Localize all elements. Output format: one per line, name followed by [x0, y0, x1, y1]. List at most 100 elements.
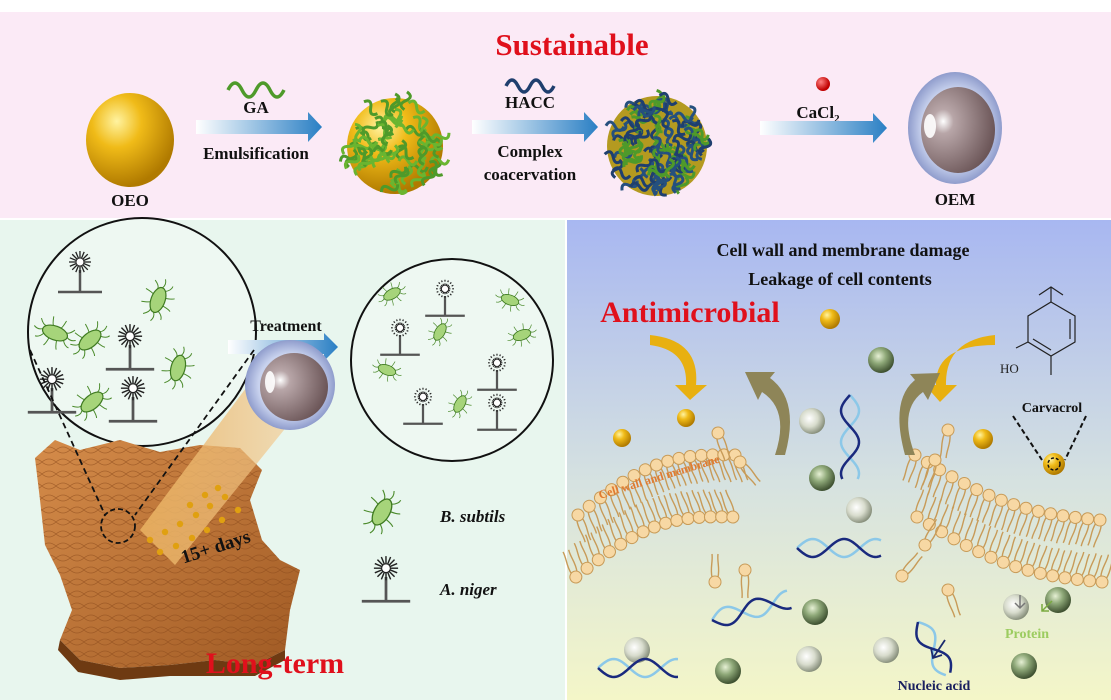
ga-polymer-icon	[226, 81, 286, 99]
phospholipid	[959, 517, 980, 552]
emulsification-label: Emulsification	[203, 144, 309, 163]
hacc-polymer-icon	[504, 78, 556, 94]
lipid-tail	[697, 489, 713, 514]
polymer-strand	[632, 105, 653, 118]
lipid-tail	[685, 489, 701, 515]
lipid-head	[614, 537, 628, 551]
hypha	[425, 296, 465, 317]
lipid-tail	[584, 532, 600, 557]
polymer-strand	[363, 99, 379, 117]
flagellum	[92, 409, 98, 419]
lipid-tail	[562, 549, 578, 574]
vesicle	[75, 257, 85, 267]
lipid-head	[1033, 566, 1047, 580]
dna-helix-icon	[839, 394, 861, 480]
flagellum	[501, 303, 507, 309]
lipid-head	[1093, 513, 1107, 527]
flagellum	[101, 387, 110, 395]
fungus-icon	[108, 376, 158, 423]
lipid-tail	[952, 511, 967, 536]
lipid-tail	[1050, 548, 1066, 573]
zoom-spot-circle	[100, 508, 136, 544]
lipid-tail	[976, 524, 992, 549]
flagellum	[510, 305, 512, 312]
polymer-strand	[611, 122, 628, 139]
lipid-head	[711, 426, 725, 440]
flagellum	[171, 380, 176, 390]
polymer-strand	[416, 157, 426, 178]
polymer-strand	[652, 140, 674, 152]
lipid-tail	[946, 593, 962, 618]
lipid-tail	[1062, 520, 1078, 546]
lipid-tail	[902, 458, 917, 483]
flagellum	[432, 339, 436, 346]
phospholipid	[562, 549, 583, 584]
vesicle	[440, 284, 450, 293]
flagellum	[462, 408, 468, 414]
lipid-head	[1031, 504, 1045, 518]
phospholipid	[618, 510, 639, 545]
phospholipid	[1070, 551, 1091, 586]
lipid-head	[918, 538, 932, 552]
flagellum	[520, 340, 522, 347]
polymer-strand	[397, 144, 415, 161]
flagellum	[66, 337, 76, 342]
cell-content-particle	[868, 347, 894, 373]
flagellum	[444, 318, 449, 325]
hypha	[58, 270, 102, 294]
lipid-head	[941, 423, 955, 437]
phospholipid	[708, 553, 722, 589]
lipid-head	[625, 531, 639, 545]
vesicle	[492, 358, 502, 367]
hypha	[105, 345, 155, 371]
oil-droplet	[677, 409, 695, 427]
lipid-head	[1081, 512, 1095, 526]
bacterium-icon	[495, 288, 525, 312]
lipid-tail	[964, 517, 980, 543]
polymer-strand	[420, 168, 437, 187]
flagellum	[55, 340, 57, 350]
flagellum	[90, 347, 96, 357]
flagellum	[185, 364, 195, 367]
phospholipid	[976, 488, 996, 523]
phospholipid	[711, 426, 732, 461]
complex-label: Complex	[497, 142, 563, 161]
flagellum	[388, 491, 395, 501]
lipid-tail	[573, 540, 589, 566]
lipid-tail	[1025, 514, 1041, 539]
polymer-strand	[658, 91, 678, 106]
bacterium-body	[500, 294, 520, 306]
phospholipid	[650, 458, 670, 493]
polymer-strand	[382, 113, 404, 123]
lipid-head	[1021, 563, 1035, 577]
oil-dot	[192, 511, 200, 519]
phospholipid	[1009, 539, 1029, 574]
lipid-tail	[629, 504, 645, 529]
flagellum	[442, 336, 448, 342]
fungus-icon	[27, 367, 77, 414]
hypha	[361, 577, 411, 603]
phospholipid	[661, 454, 682, 489]
polymer-strand	[353, 142, 373, 152]
antimicrobial-title: Antimicrobial	[600, 296, 779, 329]
flagellum	[445, 331, 452, 334]
cacl2-label: CaCl2	[796, 103, 840, 125]
lipid-tail	[652, 495, 668, 521]
lipid-tail	[1013, 511, 1028, 536]
polymer-strand	[684, 115, 693, 136]
polymer-strand	[361, 120, 379, 135]
lipid-tail	[576, 518, 592, 543]
polymer-strand	[653, 136, 665, 155]
lipid-head	[593, 491, 607, 505]
lipid-head	[582, 499, 596, 513]
vesicle	[125, 331, 135, 342]
oil-dot	[203, 526, 211, 534]
cell-content-particle	[809, 465, 835, 491]
flagellum	[515, 305, 520, 311]
oil-dot	[214, 484, 222, 492]
flagellum	[525, 338, 531, 344]
lipid-tail	[921, 463, 937, 488]
lipid-tail	[688, 459, 704, 484]
fungus-icon	[105, 324, 155, 371]
polymer-strand	[379, 184, 400, 193]
